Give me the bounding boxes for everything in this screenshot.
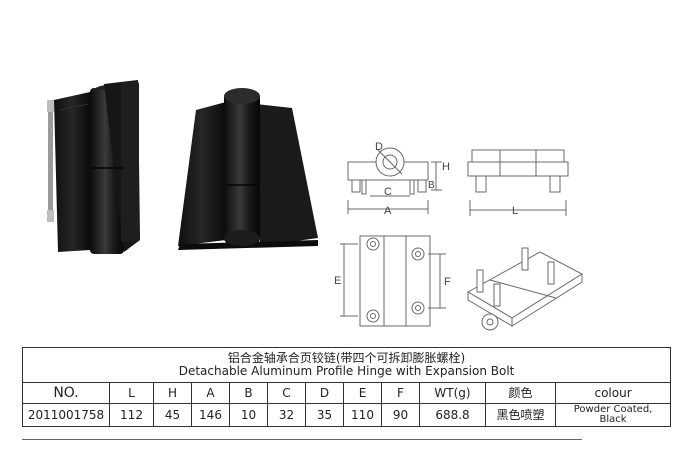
header-c: C <box>267 382 306 404</box>
value-weight: 688.8 <box>419 403 486 427</box>
spec-table: 铝合金轴承合页铰链(带四个可拆卸膨胀螺栓) Detachable Aluminu… <box>21 347 672 427</box>
value-c: 32 <box>267 403 306 427</box>
header-l: L <box>109 382 154 404</box>
drawing-isometric-view <box>466 247 584 331</box>
header-color-cn: 颜色 <box>485 382 556 404</box>
value-f: 90 <box>381 403 420 427</box>
hinge-photo-front <box>47 80 140 254</box>
dim-label-l: L <box>512 205 518 217</box>
table-title-cell: 铝合金轴承合页铰链(带四个可拆卸膨胀螺栓) Detachable Aluminu… <box>21 347 672 383</box>
table-title-row: 铝合金轴承合页铰链(带四个可拆卸膨胀螺栓) Detachable Aluminu… <box>21 347 672 383</box>
dim-label-b: B <box>428 180 435 191</box>
value-colour: Powder Coated, Black <box>554 403 672 427</box>
header-a: A <box>191 382 230 404</box>
dim-label-d: D <box>375 141 383 153</box>
header-weight: WT(g) <box>419 382 486 404</box>
hinge-photo-side <box>178 88 318 250</box>
header-no: NO. <box>22 382 110 404</box>
drawing-length-view <box>467 149 569 216</box>
header-f: F <box>381 382 420 404</box>
value-color-cn: 黑色喷塑 <box>485 403 556 427</box>
value-a: 146 <box>191 403 230 427</box>
title-cn: 铝合金轴承合页铰链(带四个可拆卸膨胀螺栓) <box>227 351 466 365</box>
value-b: 10 <box>229 403 268 427</box>
dim-label-a: A <box>384 205 392 217</box>
drawing-section-view <box>347 147 442 214</box>
value-d: 35 <box>305 403 344 427</box>
header-h: H <box>153 382 192 404</box>
colour-line-2: Black <box>599 414 627 425</box>
title-en: Detachable Aluminum Profile Hinge with E… <box>178 364 515 378</box>
value-no: 2011001758 <box>22 403 110 427</box>
table-row: 2011001758 112 45 146 10 32 35 110 90 68… <box>22 403 672 427</box>
drawing-plan-view <box>340 235 446 327</box>
dim-label-e: E <box>334 275 341 287</box>
colour-line-1: Powder Coated, <box>573 404 653 415</box>
dim-label-c: C <box>384 186 392 198</box>
table-bottom-rule <box>22 439 582 440</box>
header-colour: colour <box>554 382 672 404</box>
table-header-row: NO. L H A B C D E F WT(g) 颜色 colour <box>22 382 672 404</box>
value-l: 112 <box>109 403 154 427</box>
header-e: E <box>343 382 382 404</box>
value-h: 45 <box>153 403 192 427</box>
dim-label-f: F <box>444 276 451 288</box>
header-b: B <box>229 382 268 404</box>
value-e: 110 <box>343 403 382 427</box>
header-d: D <box>305 382 344 404</box>
product-illustrations: D H B C A L E F <box>47 80 584 331</box>
dim-label-h: H <box>442 161 450 173</box>
